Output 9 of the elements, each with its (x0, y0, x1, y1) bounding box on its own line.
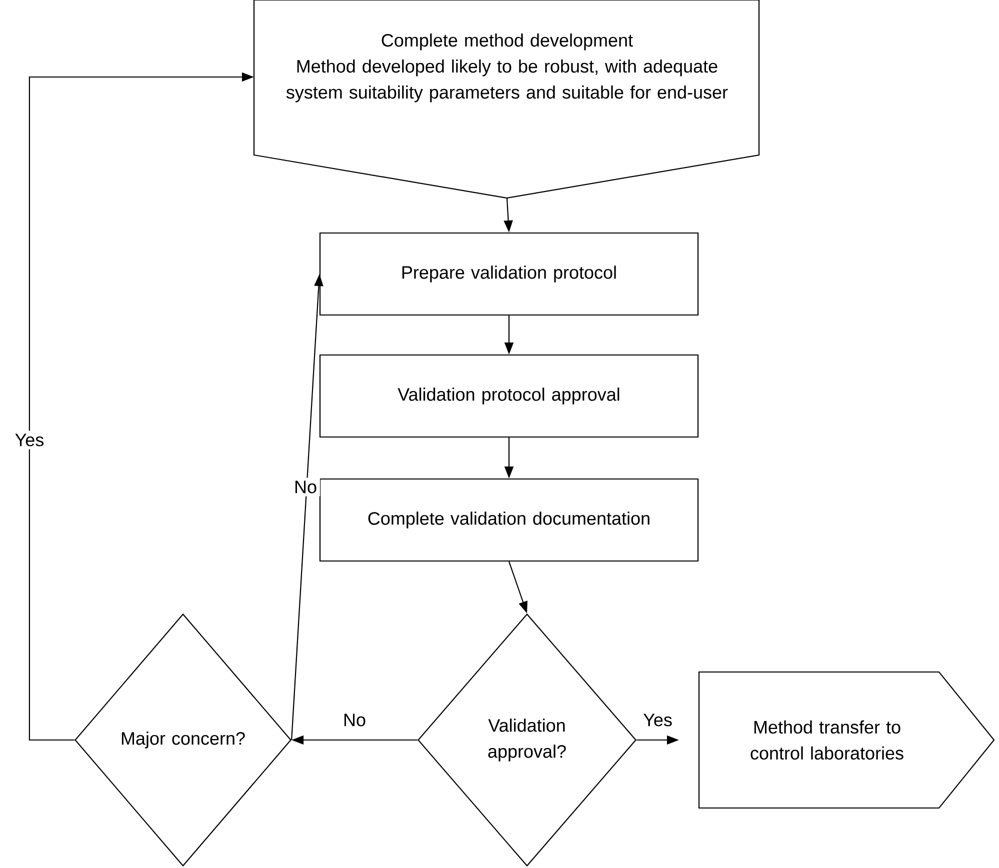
process-box: Complete method development Method developed likely to be robust, with adequate system suitability parameters and suitable for end-user (253, 0, 760, 199)
edge-label: No (291, 478, 320, 496)
process-box: Validation protocol approval (319, 354, 699, 438)
edge-label: No (340, 710, 369, 730)
process-box: Complete validation documentation (319, 478, 699, 562)
process-box: Prepare validation protocol (319, 232, 699, 316)
edge-label: Yes (640, 710, 676, 730)
process-box: Method transfer to control laboratories (698, 671, 995, 809)
edge-label: Yes (12, 430, 48, 450)
